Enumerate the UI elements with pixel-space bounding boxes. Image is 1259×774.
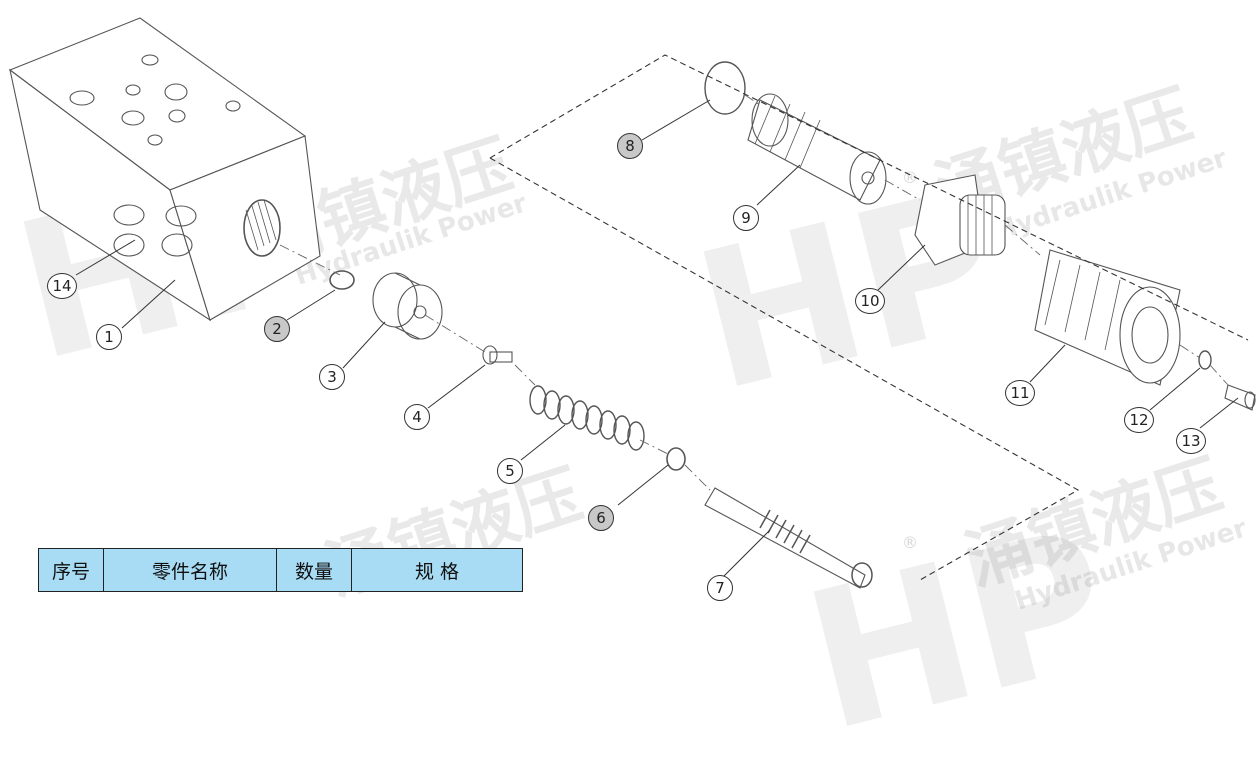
washer-12: [1198, 350, 1212, 370]
valve-seat: [372, 272, 443, 340]
callout-1: 1: [96, 324, 122, 350]
adjusting-screw: [704, 487, 873, 589]
callout-5: 5: [497, 458, 523, 484]
set-screw: [1224, 384, 1256, 411]
poppet: [482, 345, 513, 365]
exploded-view-drawing: [8, 17, 1256, 589]
header-specification: 规 格: [351, 548, 523, 592]
callout-12: 12: [1124, 407, 1154, 433]
callout-14: 14: [47, 273, 77, 299]
parts-table: 序号 零件名称 数量 规 格: [38, 548, 523, 592]
cartridge-body: [747, 93, 887, 205]
adapter-nut: [914, 174, 1006, 266]
subassembly-outline: [489, 54, 1249, 341]
callout-8: 8: [617, 133, 643, 159]
callout-2: 2: [264, 316, 290, 342]
parts-table-header-row: 序号 零件名称 数量 规 格: [38, 548, 523, 592]
callout-13: 13: [1176, 428, 1206, 454]
header-item-number: 序号: [38, 548, 104, 592]
callout-7: 7: [707, 575, 733, 601]
callout-10: 10: [855, 288, 885, 314]
o-ring-2: [329, 270, 355, 290]
o-ring-8: [704, 61, 746, 115]
cap: [1034, 249, 1181, 386]
callout-11: 11: [1005, 380, 1035, 406]
registered-mark-3: ®: [902, 533, 918, 552]
washer-6: [666, 447, 686, 471]
callout-9: 9: [733, 205, 759, 231]
callout-6: 6: [588, 505, 614, 531]
header-part-name: 零件名称: [103, 548, 277, 592]
callout-3: 3: [319, 364, 345, 390]
header-quantity: 数量: [276, 548, 352, 592]
callout-4: 4: [404, 404, 430, 430]
spring: [529, 385, 645, 451]
valve-body-block: [8, 17, 321, 322]
